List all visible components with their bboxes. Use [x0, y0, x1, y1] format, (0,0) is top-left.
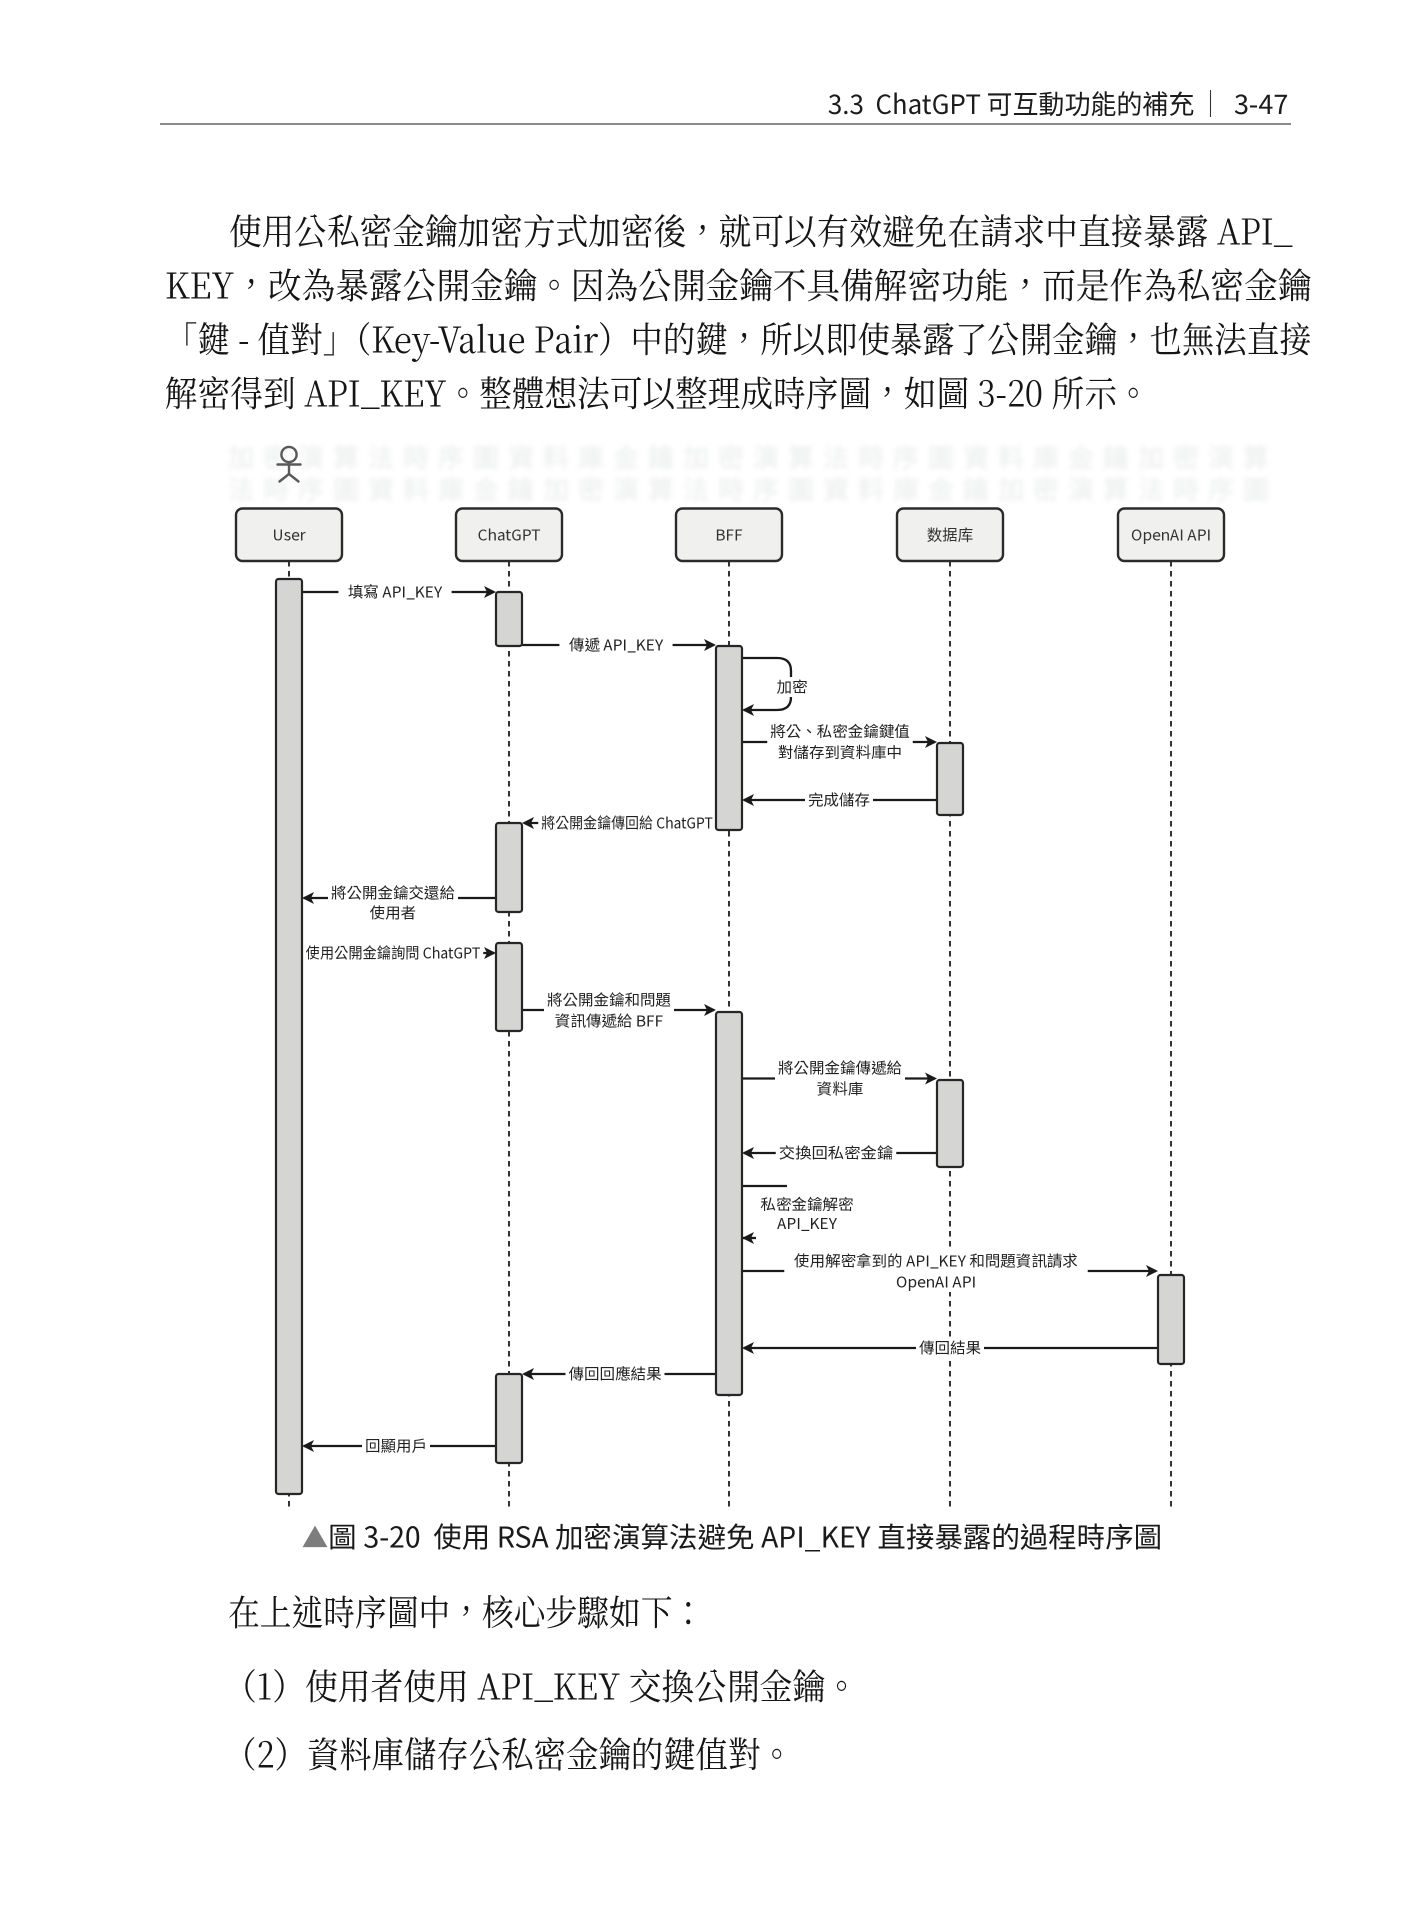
svg-text:加密: 加密 — [776, 676, 807, 698]
svg-text:將公開金鑰和問題: 將公開金鑰和問題 — [547, 989, 672, 1011]
svg-text:資料庫: 資料庫 — [817, 1078, 864, 1100]
svg-text:將公開金鑰傳回給 ChatGPT: 將公開金鑰傳回給 ChatGPT — [541, 812, 713, 834]
svg-text:交換回私密金鑰: 交換回私密金鑰 — [779, 1142, 894, 1164]
svg-text:API_KEY: API_KEY — [777, 1212, 838, 1234]
svg-text:將公開金鑰交還給: 將公開金鑰交還給 — [331, 882, 455, 904]
svg-text:填寫 API_KEY: 填寫 API_KEY — [348, 581, 443, 603]
svg-text:OpenAI API: OpenAI API — [896, 1271, 976, 1293]
svg-text:User: User — [273, 524, 307, 546]
svg-text:完成儲存: 完成儲存 — [808, 789, 870, 811]
svg-text:回顯用戶: 回顯用戶 — [365, 1435, 427, 1457]
svg-text:使用者: 使用者 — [370, 902, 417, 924]
svg-text:傳回回應結果: 傳回回應結果 — [568, 1363, 662, 1385]
svg-text:BFF: BFF — [715, 524, 743, 546]
svg-text:ChatGPT: ChatGPT — [478, 524, 541, 546]
svg-text:將公、私密金鑰鍵值: 將公、私密金鑰鍵值 — [770, 720, 910, 742]
svg-text:資訊傳遞給 BFF: 資訊傳遞給 BFF — [555, 1010, 664, 1032]
svg-text:將公開金鑰傳遞給: 將公開金鑰傳遞給 — [778, 1057, 902, 1079]
svg-text:使用公開金鑰詢問 ChatGPT: 使用公開金鑰詢問 ChatGPT — [306, 942, 481, 964]
svg-text:對儲存到資料庫中: 對儲存到資料庫中 — [778, 741, 902, 763]
svg-text:使用解密拿到的 API_KEY 和問題資訊請求: 使用解密拿到的 API_KEY 和問題資訊請求 — [794, 1250, 1078, 1272]
svg-text:傳回結果: 傳回結果 — [919, 1337, 982, 1359]
svg-text:数据库: 数据库 — [927, 524, 974, 546]
svg-text:OpenAI API: OpenAI API — [1131, 524, 1211, 546]
svg-text:私密金鑰解密: 私密金鑰解密 — [760, 1193, 853, 1215]
svg-text:傳遞 API_KEY: 傳遞 API_KEY — [569, 634, 664, 656]
